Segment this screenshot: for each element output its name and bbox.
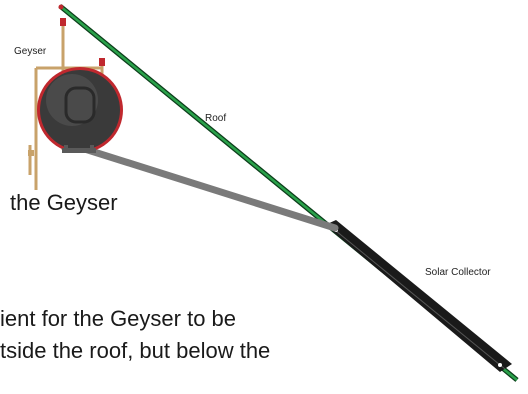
solar-collector-edge [329,225,506,370]
solar-collector-panel [325,220,512,372]
geyser-label: Geyser [14,46,47,57]
body-text-line-3: tside the roof, but below the [0,338,270,363]
geyser-stand-right-foot [90,145,94,151]
body-text-line-2: ient for the Geyser to be [0,306,236,331]
vent-valve-icon [60,18,66,26]
roof-label: Roof [205,113,226,124]
solar-collector-label: Solar Collector [425,267,491,278]
geyser-element-cover [64,86,96,124]
collector-bottom-fitting-icon [498,363,502,367]
geyser-stand [62,148,96,153]
pressure-valve-icon [99,58,105,66]
connecting-pipe [68,141,339,232]
inlet-valve-icon [28,150,34,156]
body-text-line-1: the Geyser [10,190,118,215]
geyser-stand-left-foot [64,145,68,151]
roof-tip-icon [58,4,64,10]
